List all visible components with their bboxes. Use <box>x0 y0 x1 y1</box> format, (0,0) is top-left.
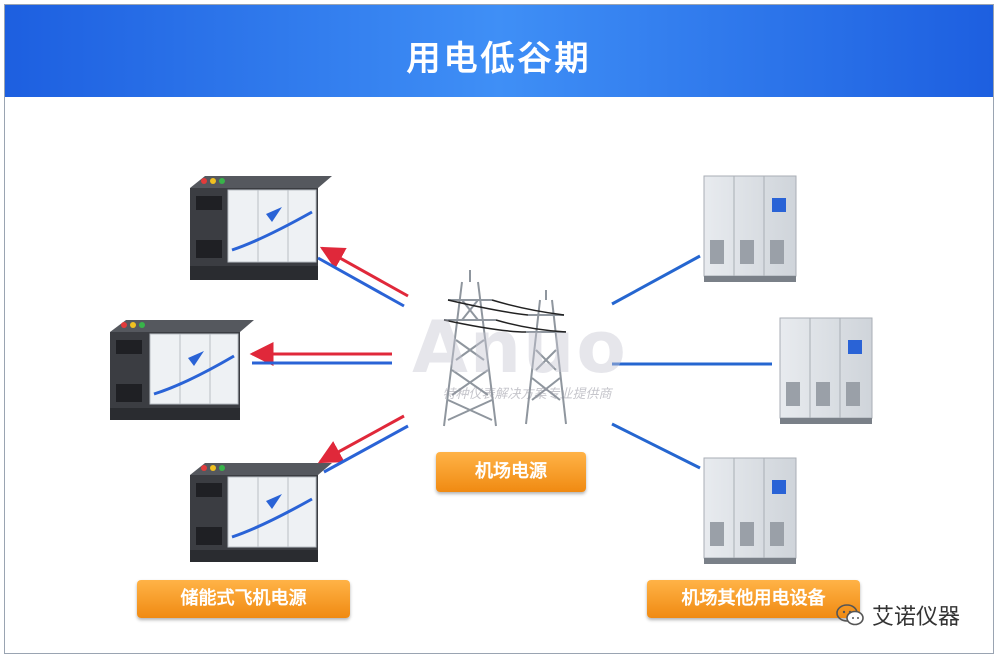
brand-badge: 艾诺仪器 <box>836 600 960 630</box>
outer-frame <box>4 4 994 654</box>
wechat-icon <box>836 604 864 626</box>
other-equipment-label: 机场其他用电设备 <box>647 580 860 618</box>
storage-aircraft-power-unit-middle <box>110 320 254 420</box>
flow-arrow-bottom <box>317 414 409 474</box>
grid-label: 机场电源 <box>436 452 586 492</box>
storage-aircraft-power-unit-bottom <box>190 463 332 562</box>
storage-power-label: 储能式飞机电源 <box>137 580 350 618</box>
connector-lines <box>611 254 772 470</box>
equipment-cabinet-middle <box>779 317 873 424</box>
title-banner: 用电低谷期 <box>5 5 993 97</box>
watermark-logo: Anuo <box>412 305 628 389</box>
flow-arrow-middle <box>249 342 392 366</box>
brand-name: 艾诺仪器 <box>872 605 961 630</box>
equipment-cabinet-top <box>703 175 797 282</box>
page-title: 用电低谷期 <box>406 39 592 79</box>
equipment-cabinet-bottom <box>703 457 797 564</box>
watermark-tagline: 特种仪表解决方案专业提供商 <box>442 387 612 402</box>
power-lines <box>443 299 567 333</box>
storage-aircraft-power-unit-top <box>190 176 332 280</box>
flow-arrow-top <box>317 246 409 308</box>
